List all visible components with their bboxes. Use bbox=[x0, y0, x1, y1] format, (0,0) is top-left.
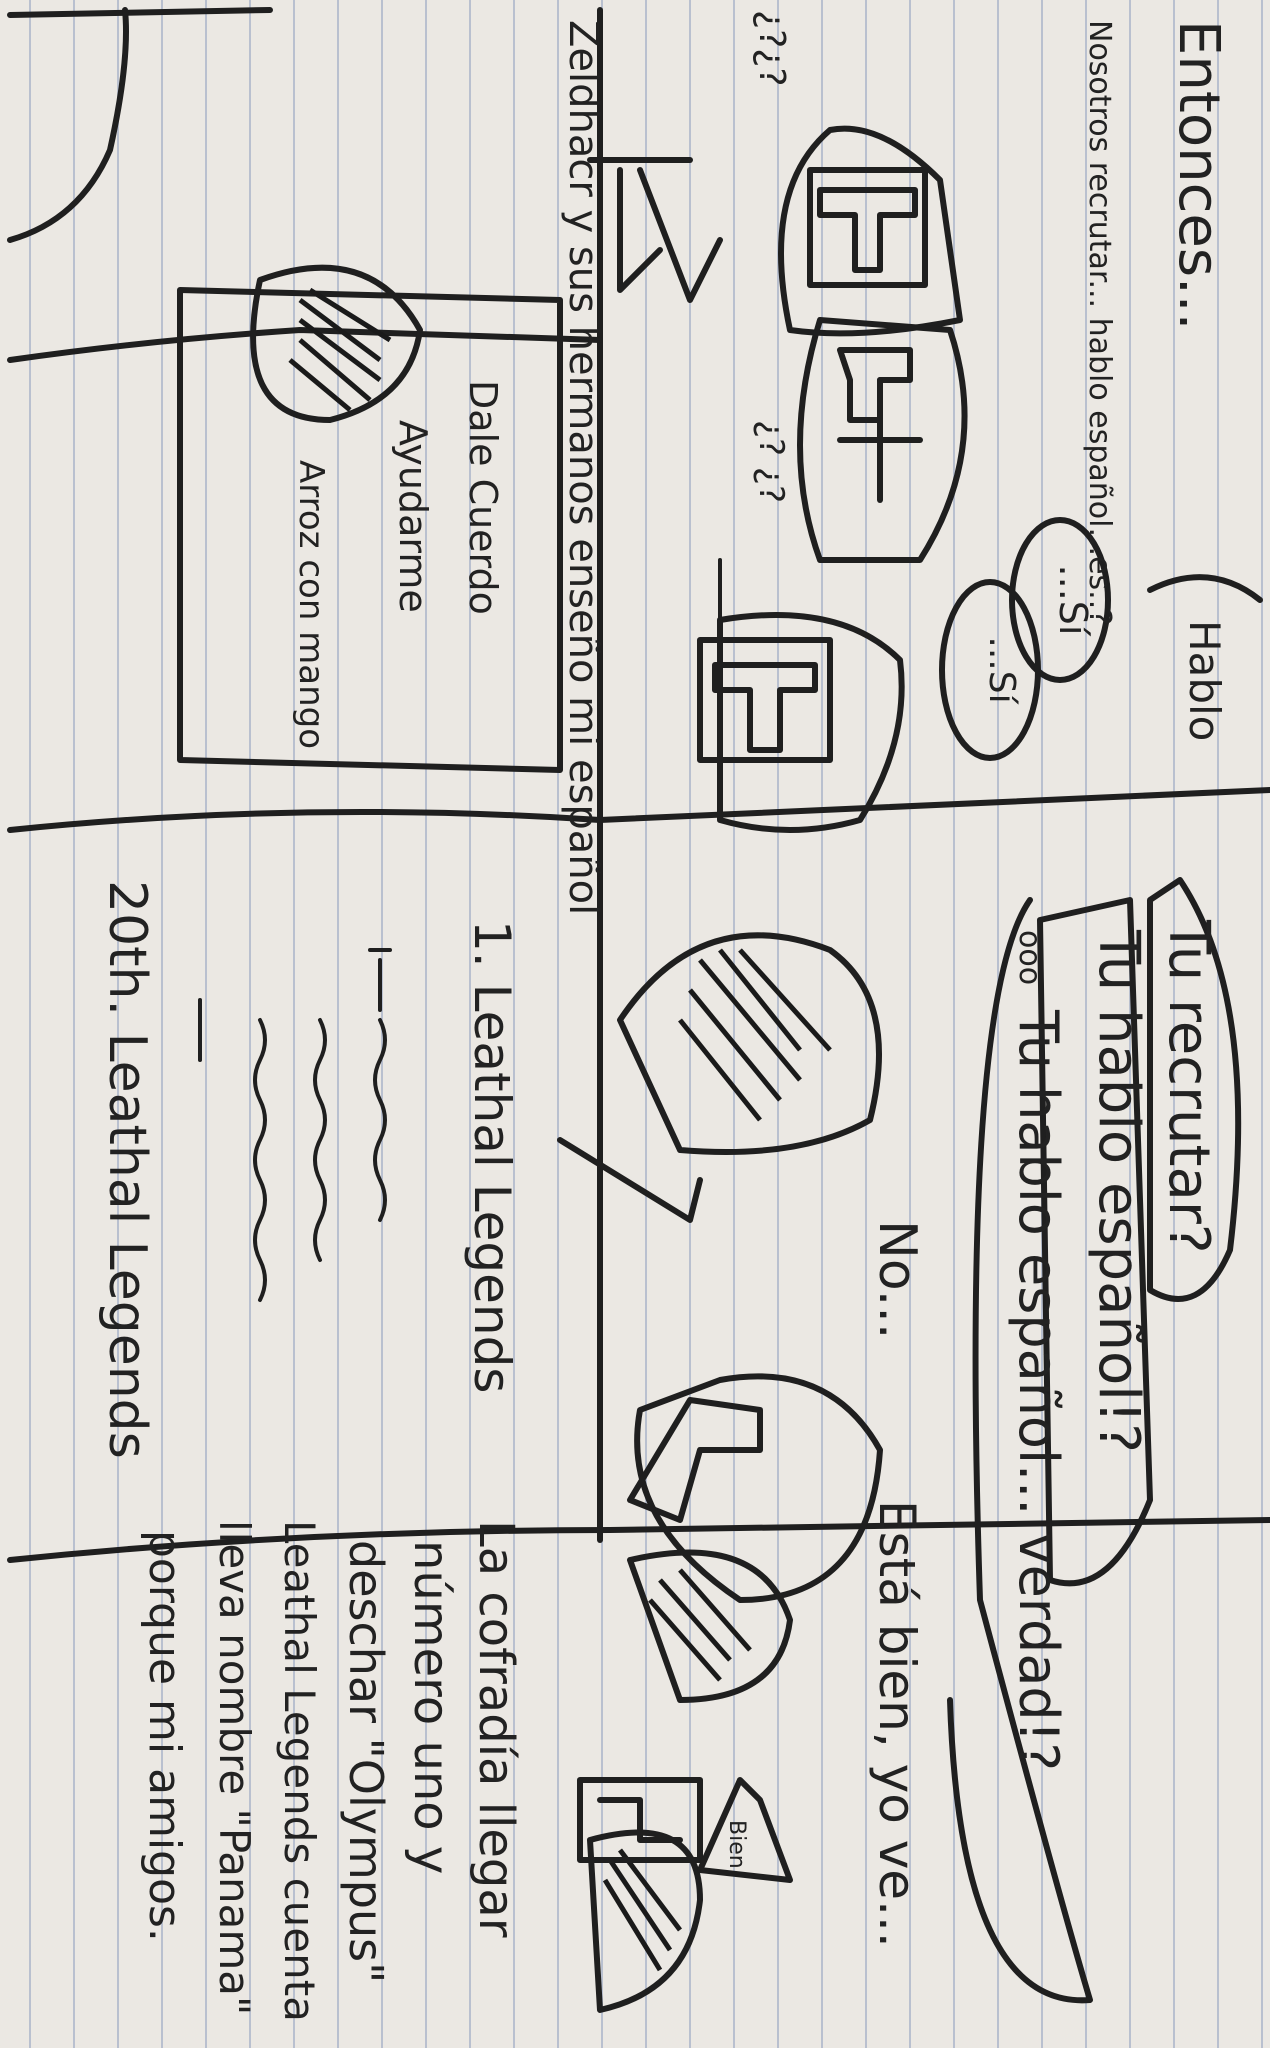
reply-no: No... bbox=[867, 1220, 927, 1339]
small-question-group: ¿?¿? bbox=[751, 10, 792, 86]
box-line-2: Ayudarme bbox=[391, 420, 435, 613]
hooded-figure-pointing bbox=[627, 1373, 883, 1603]
panel-3: 1. Leathal Legends 20th. Leathal Legends… bbox=[97, 880, 524, 2022]
speech-bubble-hablo: Tu hablo español!? bbox=[1037, 897, 1153, 1587]
speech-bubble-si-2: ...Sí bbox=[939, 579, 1041, 761]
panel-1-tab-label: Hablo bbox=[1180, 620, 1229, 741]
speech-hablo-text: Tu hablo español!? bbox=[1086, 929, 1151, 1453]
tab-curve bbox=[1147, 574, 1263, 603]
speech-si-2-text: ...Sí bbox=[981, 636, 1022, 704]
question-marks: ¿? ¿? bbox=[751, 420, 791, 503]
panel-1-caption: Entonces... bbox=[1166, 20, 1231, 330]
list-last: 20th. Leathal Legends bbox=[97, 880, 157, 1459]
story-line-5: lleva nombre "Panama" bbox=[210, 1520, 259, 2015]
speech-left-text: Nosotros recrutar... hablo español...es.… bbox=[1082, 20, 1117, 625]
panel-2: Tu recrutar? Tu hablo español!? Tu hablo… bbox=[557, 877, 1242, 2013]
hooded-figure-2 bbox=[797, 317, 968, 563]
shadow-figure-small-1 bbox=[627, 1549, 793, 1703]
story-line-6: porque mi amigos. bbox=[139, 1530, 190, 1942]
bien-text: Bien bbox=[724, 1820, 749, 1869]
story-text: La cofradía llegar número uno y deschar … bbox=[139, 1520, 524, 2022]
stick-figure-left bbox=[587, 157, 723, 303]
story-line-3: deschar "Olympus" bbox=[339, 1540, 393, 1983]
box-line-3: Arroz con mango bbox=[291, 460, 331, 749]
hooded-figure-1 bbox=[778, 125, 963, 337]
box-line-1: Dale Cuerdo bbox=[461, 380, 505, 615]
speech-ellipsis: ooo bbox=[1012, 930, 1047, 985]
story-line-4: Leathal Legends cuenta bbox=[275, 1520, 324, 2022]
hooded-figure-small-4 bbox=[577, 1777, 703, 1863]
sketch-box: Dale Cuerdo Ayudarme Arroz con mango bbox=[177, 264, 563, 773]
shadow-figure-small-2 bbox=[587, 1829, 703, 2013]
speech-bubble-recrutar: Tu recrutar? bbox=[1147, 877, 1242, 1302]
story-line-1: La cofradía llegar bbox=[468, 1520, 524, 1938]
speech-verdad-text: Tu hablo español... verdad!? bbox=[1007, 1009, 1070, 1771]
corner-curve bbox=[7, 7, 129, 243]
list-squiggles bbox=[198, 948, 392, 1302]
speech-recrutar-text: Tu recrutar? bbox=[1156, 919, 1221, 1254]
panel-1: ...Sí ...Sí ¿? ¿? Entonces... Hablo Noso… bbox=[177, 10, 1263, 915]
speech-bubble-si: ...Sí bbox=[1009, 517, 1111, 683]
hooded-figure-3 bbox=[697, 558, 905, 833]
list-first: 1. Leathal Legends bbox=[463, 920, 521, 1393]
story-line-2: número uno y bbox=[403, 1540, 459, 1874]
speech-bubble-verdad: Tu hablo español... verdad!? ooo bbox=[947, 897, 1093, 2004]
speech-si-text: ...Sí bbox=[1051, 565, 1095, 637]
bien-badge: Bien bbox=[697, 1777, 793, 1883]
reply-ok: Está bien, yo ve... bbox=[868, 1500, 926, 1948]
panel-borders bbox=[7, 7, 1270, 1563]
panel-1-narration: Zeldhacr y sus hermanos enseño mi españo… bbox=[560, 20, 606, 915]
shadow-figure-center bbox=[557, 932, 882, 1223]
